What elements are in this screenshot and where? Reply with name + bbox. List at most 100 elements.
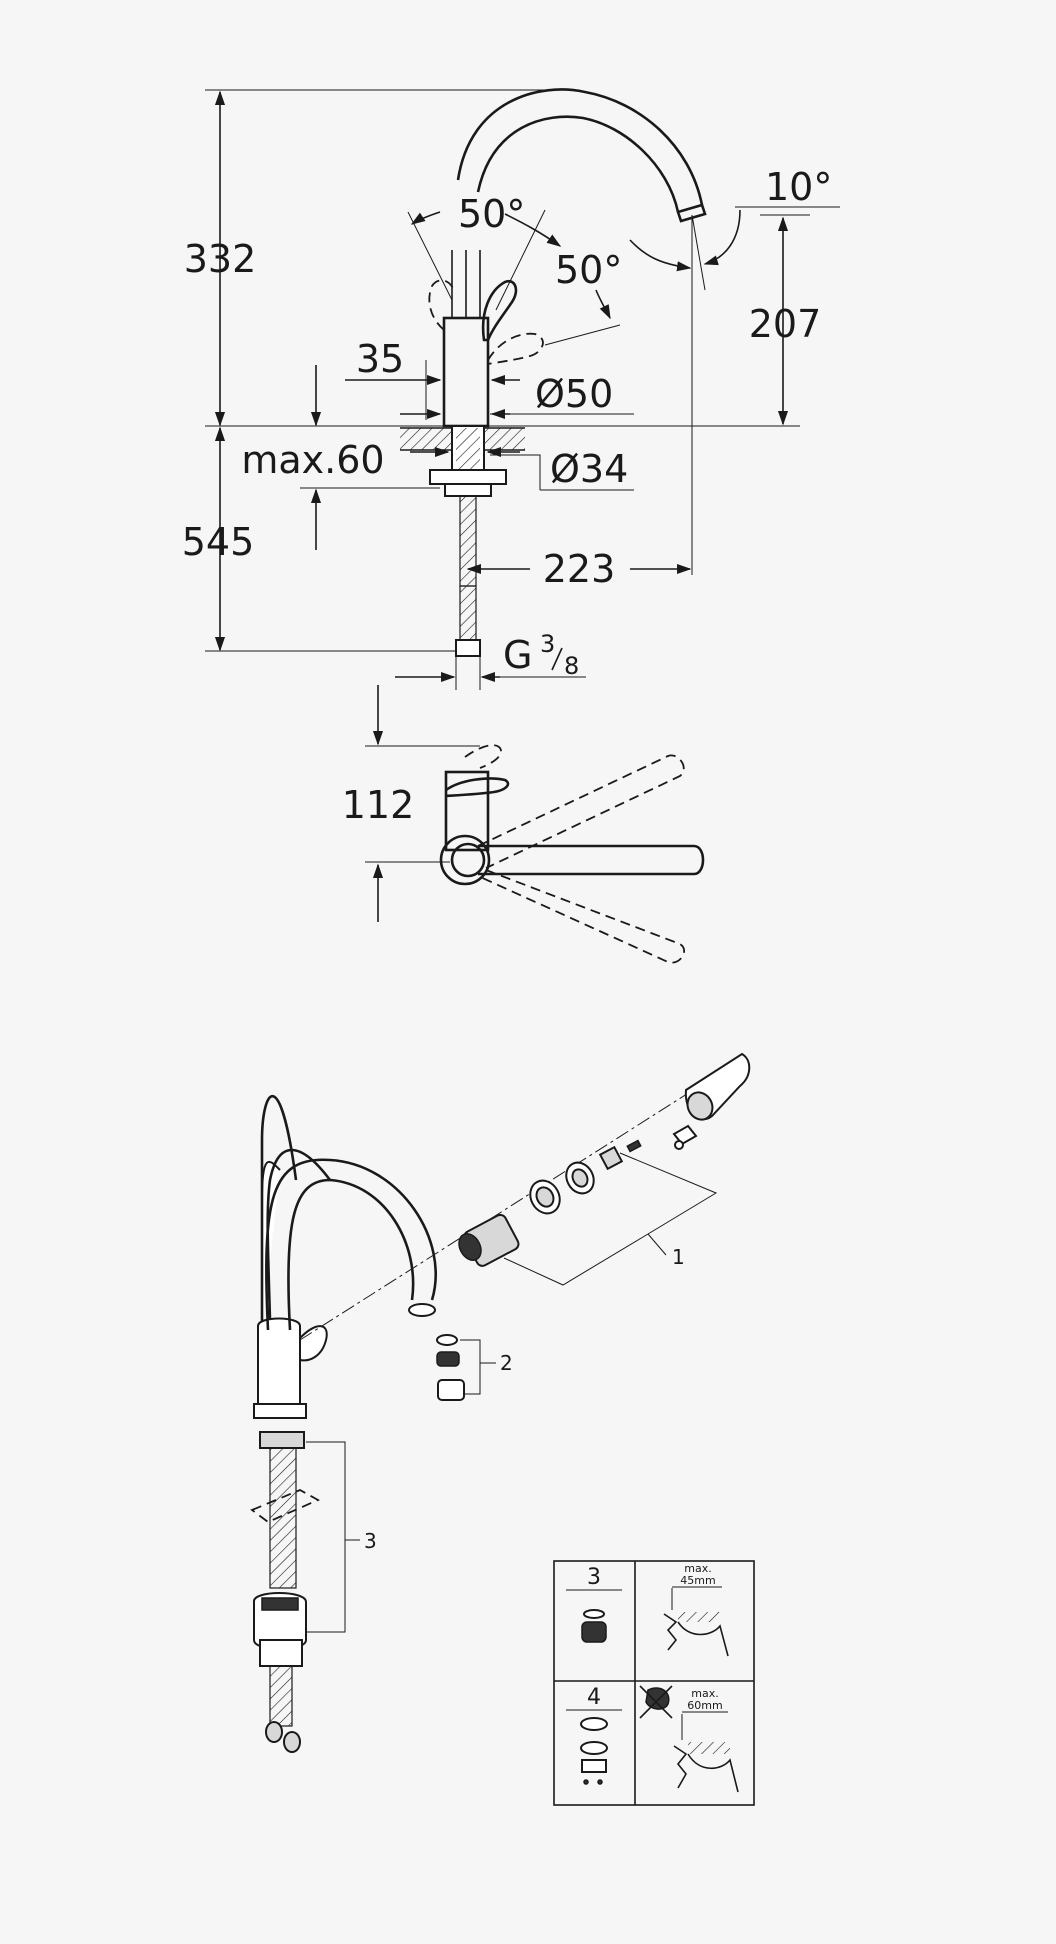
spout-outer [456, 88, 704, 206]
angle-10-arc-right [703, 209, 741, 266]
dim-112-label: 112 [342, 783, 415, 827]
counter-plate-ghost [250, 1489, 321, 1524]
lever-right-dashed [487, 332, 544, 365]
exploded-neck [266, 1148, 332, 1321]
cartridge-spline [458, 1233, 482, 1261]
table-cell-4-washer-2 [580, 1741, 608, 1755]
dim-max60-label: max.60 [241, 438, 384, 482]
lever-handle-socket [686, 1091, 714, 1121]
angle-50-mid-arrow [504, 213, 562, 247]
top-view: 112 [342, 685, 705, 964]
aerator-washer [436, 1334, 458, 1346]
angle-50-center-line [495, 209, 546, 311]
table-max60-line1: max. [691, 1687, 718, 1700]
table-max60-cross-2 [639, 1685, 673, 1719]
hose-stubs [269, 1665, 293, 1727]
tap-body [442, 316, 490, 428]
table-cell-4-screw-2 [597, 1779, 603, 1785]
lever-top [445, 777, 510, 798]
mounting-washer [429, 469, 507, 485]
exploded-lever-mount [299, 1325, 328, 1362]
spout-top-dashed [464, 744, 502, 769]
exploded-view: 1 2 3 [250, 1052, 751, 1753]
supply-hose-upper [459, 495, 477, 587]
lever-screw-cap [674, 1140, 684, 1150]
supply-hose-lower [459, 585, 477, 641]
dim-diam50-label: Ø50 [535, 372, 613, 416]
table-max60-sink [687, 1753, 739, 1793]
table-max45-sink [677, 1621, 729, 1657]
spout-swing-down [477, 869, 685, 964]
angle-10-label: 10° [765, 165, 832, 209]
table-cell-3-washer [583, 1609, 605, 1619]
angle-50-right-line [544, 324, 621, 346]
fixing-nut-teeth [261, 1597, 299, 1611]
exploded-spout-outer [265, 1158, 437, 1331]
set-screw [626, 1139, 642, 1153]
angle-50-right-arrow [595, 289, 611, 320]
dim-35-label: 35 [356, 337, 404, 381]
exploded-spout-inner [287, 1178, 415, 1331]
aerator-insert [436, 1351, 460, 1367]
part-2-label: 2 [500, 1351, 513, 1375]
table-cell-4-plate [581, 1759, 607, 1773]
exploded-spout-tip [408, 1303, 436, 1317]
thread-g-label: G [503, 633, 532, 677]
spout-angle-line [691, 214, 706, 291]
exploded-tap-body [257, 1317, 301, 1405]
aerator-housing [437, 1379, 465, 1401]
dim-diam34-label: Ø34 [550, 447, 628, 491]
table-max60-counter [688, 1742, 730, 1754]
dim-207-label: 207 [749, 302, 822, 346]
part-1-label: 1 [672, 1245, 685, 1269]
thread-fraction-slash [551, 647, 563, 671]
spout-pivot-outer [439, 834, 491, 886]
spout-straight [478, 844, 705, 876]
angle-50-right-label: 50° [555, 248, 622, 292]
hose-end-1 [265, 1721, 283, 1743]
base-ring [259, 1431, 305, 1449]
lever-center [481, 279, 518, 342]
fixing-bracket [259, 1639, 303, 1667]
table-cell-4-screw-1 [583, 1779, 589, 1785]
table-cell-4-label: 4 [587, 1685, 601, 1710]
part-1-leader-tail [647, 1233, 667, 1256]
base-gasket [253, 1403, 307, 1419]
cartridge-nut-hole [535, 1186, 555, 1208]
dim-223-label: 223 [543, 547, 616, 591]
dim-332-label: 332 [184, 237, 257, 281]
thread-denominator: 8 [564, 652, 579, 680]
side-view: 332 545 10° 207 50° [182, 88, 840, 690]
adapter [598, 1145, 624, 1171]
spout-swing-up [477, 754, 685, 869]
table-cell-3-label: 3 [587, 1565, 601, 1590]
table-max60-zigzag [673, 1745, 688, 1789]
thread-numerator: 3 [540, 630, 555, 658]
angle-50-left-label: 50° [458, 192, 525, 236]
spout-pivot-inner [450, 842, 486, 878]
spout-tip [676, 203, 707, 223]
mounting-nut [444, 483, 492, 497]
angle-50-left-arrow [410, 211, 441, 225]
lever-left-dashed [428, 279, 455, 331]
part-2-bracket [460, 1339, 481, 1395]
table-max60-line2: 60mm [687, 1699, 722, 1712]
part-3-label: 3 [364, 1529, 377, 1553]
dim-diam34-leader [490, 454, 541, 490]
cover-ring-hole [571, 1168, 589, 1188]
table-cell-3-nut [581, 1621, 607, 1643]
hose-connector [455, 639, 481, 657]
dim-545-label: 545 [182, 520, 255, 564]
table-max60-crossed-part [645, 1687, 670, 1710]
table-max45-line2: 45mm [680, 1574, 715, 1587]
table-max45-line1: max. [684, 1562, 711, 1575]
spout-inner [476, 115, 680, 213]
part-3-bracket [306, 1441, 346, 1633]
table-cell-4-washer-1 [580, 1717, 608, 1731]
table-border [553, 1560, 755, 1806]
table-max45-counter [678, 1612, 720, 1622]
angle-10-arc-left [629, 239, 692, 272]
hose-end-2 [283, 1731, 301, 1753]
